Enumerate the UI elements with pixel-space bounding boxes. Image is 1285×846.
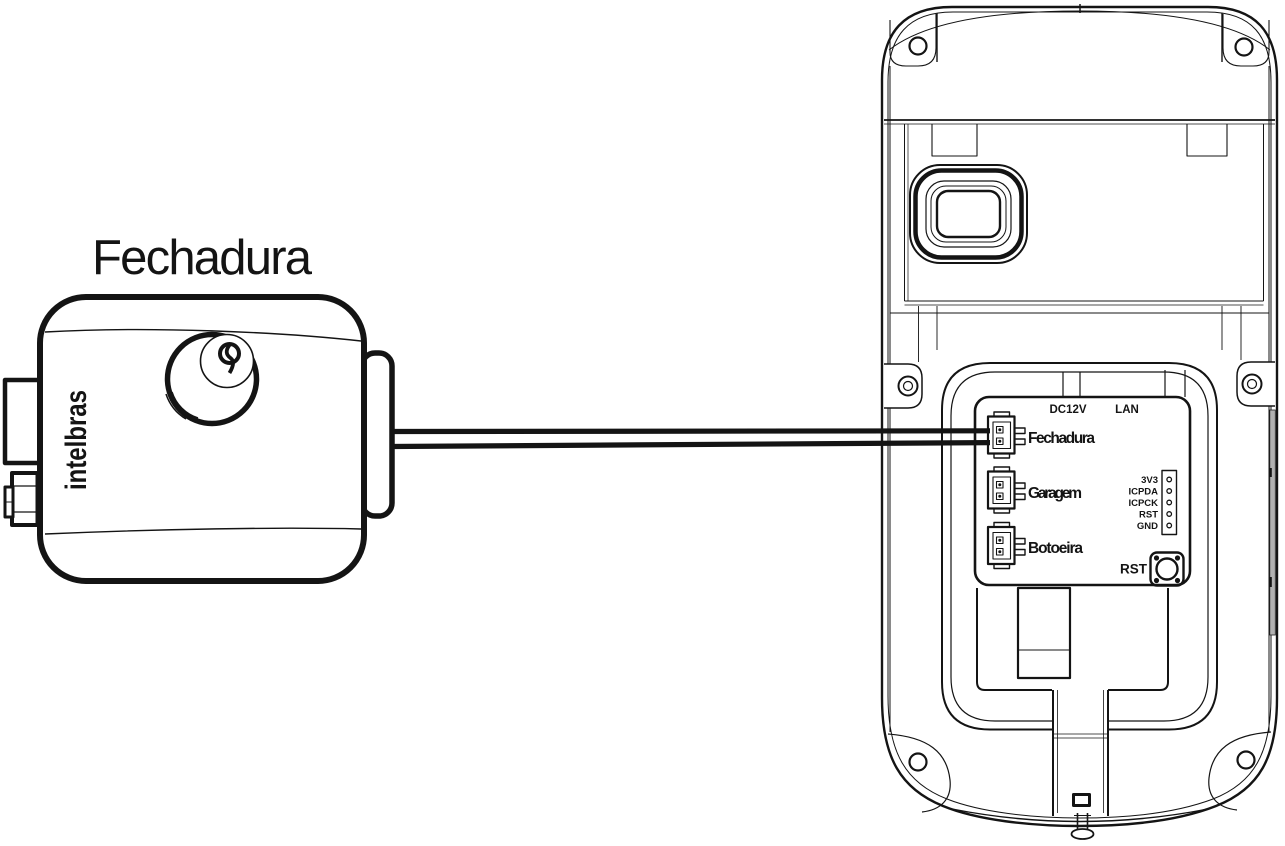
side-screw-tab-right — [1236, 361, 1275, 407]
cable-grommet — [909, 164, 1028, 264]
connector-panel-board — [973, 395, 1192, 587]
hanging-tab-left — [931, 124, 978, 157]
pin-label-cpda: ICPDA — [1128, 487, 1158, 498]
connector-botoeira: Botoeira — [986, 521, 1083, 570]
lan-label: LAN — [1115, 404, 1139, 416]
screw-hole-bottom-left — [908, 752, 928, 772]
screw-pocket-top-right — [1222, 14, 1270, 67]
screw-hole-top-left — [908, 36, 928, 56]
bottom-plug — [1070, 813, 1095, 840]
recess-outline-outer — [941, 362, 1218, 731]
top-cap — [888, 4, 1271, 67]
device-rear-panel: DC12V LAN Fechadura — [880, 4, 1279, 840]
lock-wires — [390, 428, 991, 450]
pin-header: 3V3 ICPDA ICPCK RST GND — [1128, 469, 1178, 536]
pin-label-cpck: ICPCK — [1128, 498, 1158, 509]
recess-floor — [976, 588, 1169, 691]
right-side-shade — [1269, 409, 1276, 636]
brand-logo-text: intelbras — [60, 390, 93, 490]
lock-latch — [3, 471, 40, 527]
electric-lock: Fechadura intelbras — [2, 231, 395, 584]
power-label: DC12V — [1049, 404, 1086, 416]
side-notch-upper — [1268, 468, 1272, 477]
lock-body-bottom-seam — [44, 527, 362, 535]
bottom-screw-slot — [1072, 793, 1091, 807]
reset-button-label: RST — [1120, 562, 1148, 577]
lock-body — [37, 294, 367, 584]
screw-hole-mid-right — [1241, 373, 1263, 395]
lock-mounting-plate — [2, 377, 43, 466]
lock-body-top-seam — [44, 328, 362, 342]
side-screw-tab-left — [884, 363, 923, 409]
reset-button: RST — [1120, 551, 1185, 587]
bottom-lip-line — [951, 808, 1209, 823]
key-cylinder — [164, 331, 260, 427]
bottom-channel — [1052, 690, 1109, 816]
lower-cable-slot — [1016, 586, 1072, 680]
hanging-tab-right — [1186, 124, 1228, 157]
connector-fechadura-label: Fechadura — [1028, 430, 1095, 447]
screw-hole-top-right — [1234, 37, 1254, 57]
connector-garagem-label: Garagem — [1028, 485, 1082, 502]
pin-label-3v3: 3V3 — [1141, 475, 1158, 486]
connector-botoeira-label: Botoeira — [1028, 540, 1083, 557]
cable-slots-above-panel — [1062, 370, 1186, 397]
pin-label-rst: RST — [1139, 510, 1158, 521]
connector-garagem: Garagem — [986, 466, 1082, 514]
connector-fechadura: Fechadura — [986, 411, 1095, 459]
screw-pocket-top-left — [889, 14, 937, 67]
bottom-screw-pockets — [887, 731, 1272, 813]
keyhole-icon — [218, 342, 241, 374]
side-notch-lower — [1268, 577, 1272, 587]
screw-hole-bottom-right — [1236, 750, 1256, 770]
connector-panel: DC12V LAN Fechadura — [973, 395, 1192, 587]
screw-hole-mid-left — [897, 375, 919, 397]
upper-body-section — [884, 119, 1275, 362]
wire-top — [390, 428, 991, 435]
wire-bottom — [390, 440, 991, 450]
lock-title: Fechadura — [92, 231, 313, 285]
pin-label-gnd: GND — [1137, 521, 1158, 532]
connector-recess — [941, 362, 1218, 731]
